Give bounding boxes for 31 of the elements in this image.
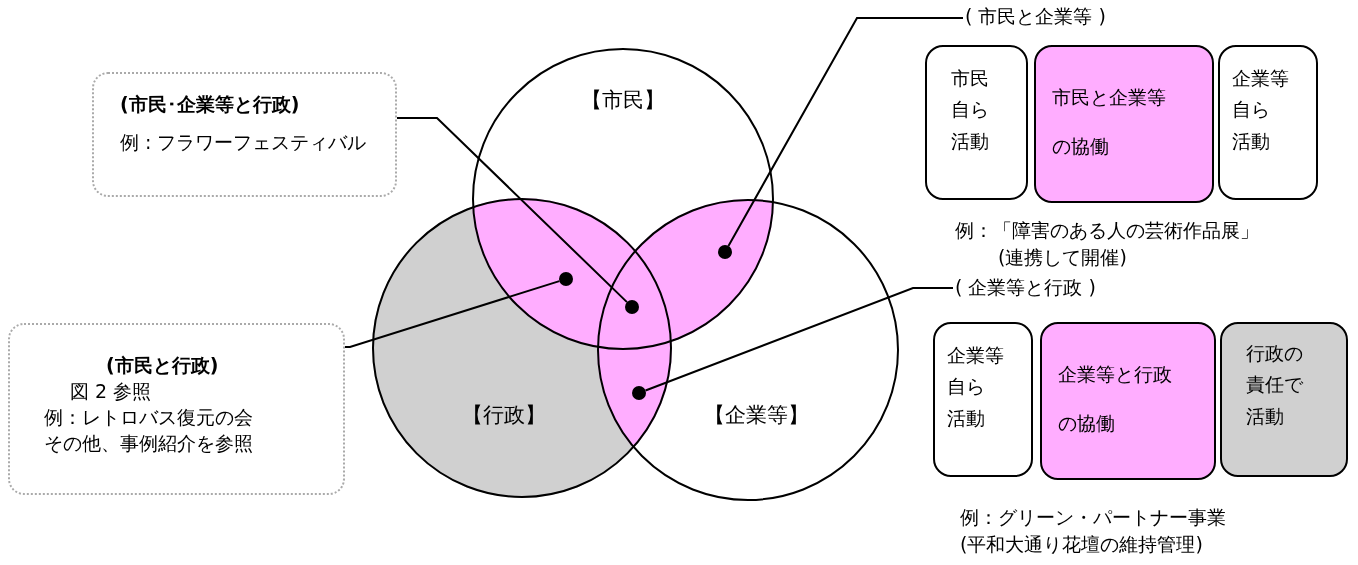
activity-box	[933, 322, 1033, 477]
box-text: 市民と企業等の協働	[1052, 85, 1166, 160]
box-text: 行政の責任で活動	[1246, 341, 1303, 429]
callout-text: 図 2 参照	[69, 379, 152, 404]
example-note: 例：「障害のある人の芸術作品展」	[955, 218, 1259, 243]
box-text: 企業等自ら活動	[947, 343, 1004, 431]
box-text: 企業等自ら活動	[1232, 66, 1289, 154]
box-text: 市民自ら活動	[951, 66, 989, 154]
leader-line	[644, 287, 954, 392]
set-label: 【行政】	[462, 402, 546, 429]
callout-heading: (市民と行政)	[105, 353, 219, 378]
example-note: (平和大通り花壇の維持管理)	[960, 532, 1203, 557]
activity-box	[925, 45, 1028, 200]
callout-box	[8, 323, 345, 495]
callout-box	[92, 72, 397, 197]
callout-text: その他、事例紹介を参照	[44, 431, 253, 456]
set-label: 【市民】	[581, 87, 665, 114]
example-note: (連携して開催)	[998, 245, 1127, 270]
callout-text: 例：レトロバス復元の会	[44, 405, 253, 430]
callout-text: 例 : フラワーフェスティバル	[120, 130, 367, 155]
leader-line	[727, 17, 964, 247]
box-text: 企業等と行政の協働	[1058, 362, 1172, 437]
callout-heading: (市民･企業等と行政)	[120, 92, 300, 117]
activity-box	[1220, 322, 1348, 477]
leader-line	[396, 117, 628, 304]
example-note: 例：グリーン・パートナー事業	[960, 505, 1226, 530]
activity-box	[1218, 45, 1318, 200]
activity-box	[1040, 322, 1216, 480]
leader-line	[344, 280, 561, 348]
set-label: 【企業等】	[703, 402, 809, 429]
activity-box	[1034, 45, 1214, 203]
